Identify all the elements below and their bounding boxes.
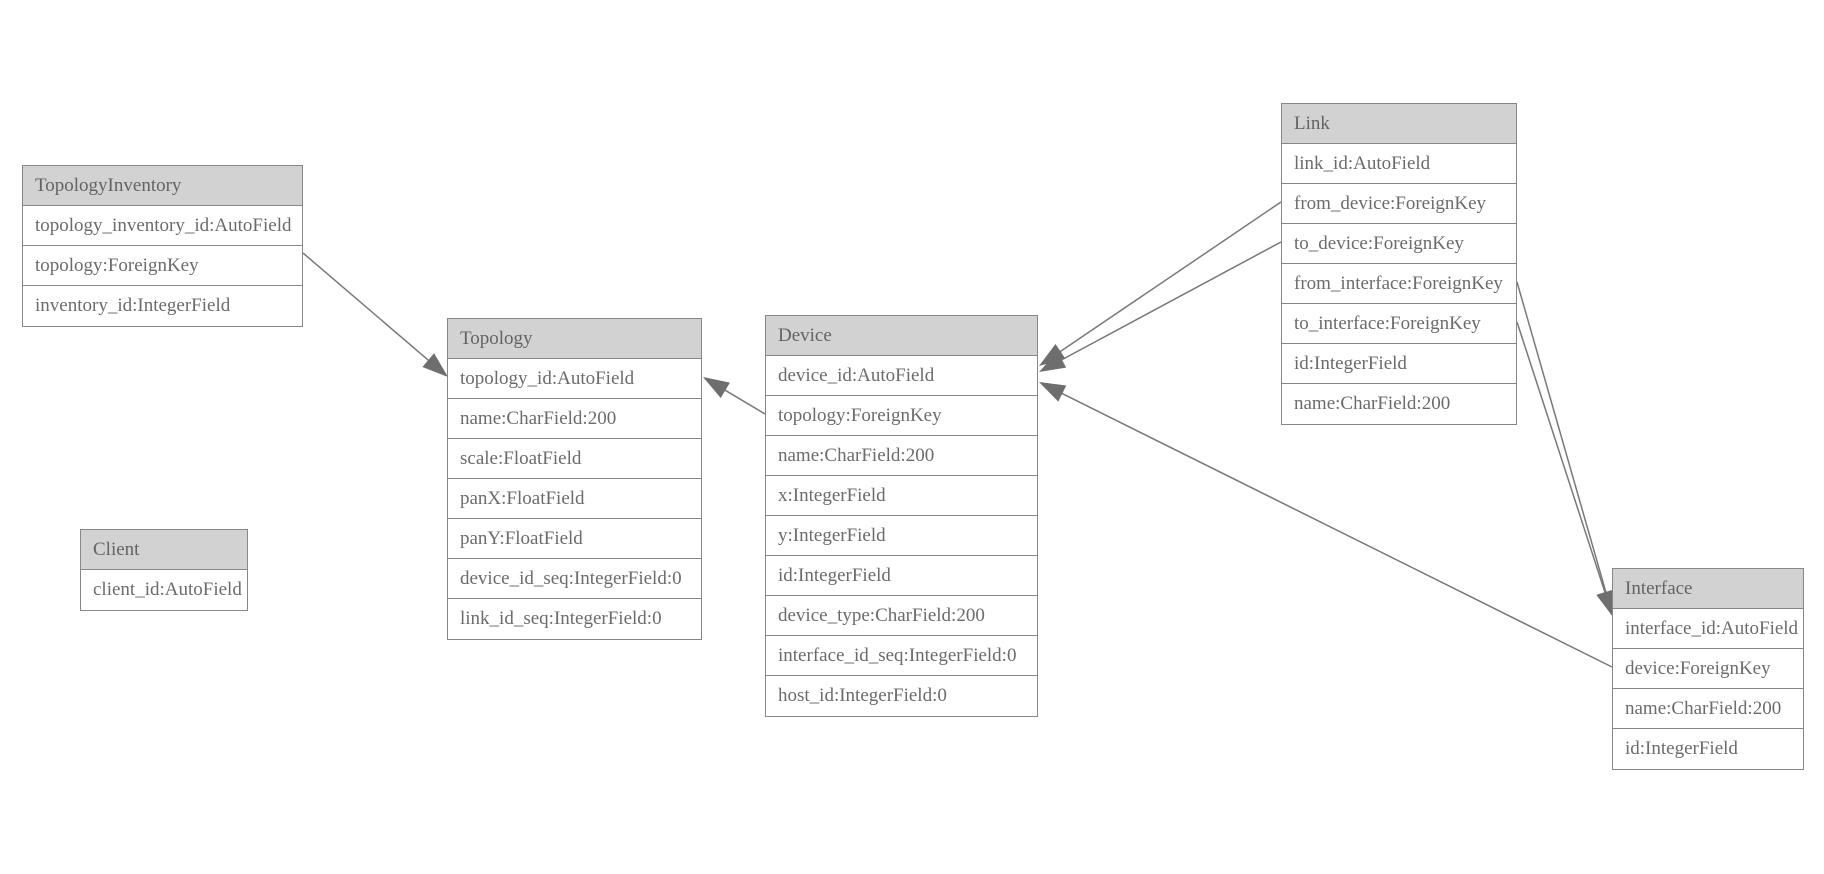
entity-field: device:ForeignKey — [1613, 649, 1803, 689]
entity-field: host_id:IntegerField:0 — [766, 676, 1037, 716]
relation-device-topology — [703, 377, 766, 415]
entity-title-topology: Topology — [448, 319, 701, 359]
entity-field: topology:ForeignKey — [23, 246, 302, 286]
entity-field: interface_id_seq:IntegerField:0 — [766, 636, 1037, 676]
relation-topologyinventory-topology — [302, 252, 448, 377]
entity-field: id:IntegerField — [1613, 729, 1803, 769]
relation-link-from_device — [1039, 201, 1282, 366]
relation-line — [302, 252, 431, 362]
entity-field: x:IntegerField — [766, 476, 1037, 516]
entity-field: name:CharField:200 — [1282, 384, 1516, 424]
relation-line — [1060, 392, 1613, 668]
entity-field: from_device:ForeignKey — [1282, 184, 1516, 224]
entity-field: link_id_seq:IntegerField:0 — [448, 599, 701, 639]
entity-field: link_id:AutoField — [1282, 144, 1516, 184]
relation-line — [1059, 241, 1282, 362]
entity-field: inventory_id:IntegerField — [23, 286, 302, 326]
relation-line — [1516, 321, 1607, 595]
entity-fields-client: client_id:AutoField — [81, 570, 247, 610]
relation-line — [1516, 281, 1608, 595]
entity-field: device_id_seq:IntegerField:0 — [448, 559, 701, 599]
relation-link-from_interface — [1516, 281, 1615, 617]
relation-arrowhead — [1039, 351, 1067, 372]
entity-field: device_type:CharField:200 — [766, 596, 1037, 636]
relation-link-to_interface — [1516, 321, 1614, 617]
relation-arrowhead — [1596, 589, 1614, 617]
relation-line — [723, 388, 766, 415]
entity-field: topology_inventory_id:AutoField — [23, 206, 302, 246]
entity-field: y:IntegerField — [766, 516, 1037, 556]
entity-field: name:CharField:200 — [1613, 689, 1803, 729]
entity-title-device: Device — [766, 316, 1037, 356]
entity-field: scale:FloatField — [448, 439, 701, 479]
entity-field: client_id:AutoField — [81, 570, 247, 610]
entity-field: name:CharField:200 — [448, 399, 701, 439]
entity-field: name:CharField:200 — [766, 436, 1037, 476]
entity-field: topology:ForeignKey — [766, 396, 1037, 436]
entity-title-interface: Interface — [1613, 569, 1803, 609]
entity-title-topology_inventory: TopologyInventory — [23, 166, 302, 206]
relation-link-to_device — [1039, 241, 1282, 372]
relation-arrowhead — [703, 377, 730, 399]
entity-field: device_id:AutoField — [766, 356, 1037, 396]
entity-title-client: Client — [81, 530, 247, 570]
entity-field: to_interface:ForeignKey — [1282, 304, 1516, 344]
relation-arrowhead — [422, 353, 448, 377]
relation-arrowhead — [1039, 343, 1066, 366]
entity-field: panX:FloatField — [448, 479, 701, 519]
relation-arrowhead — [1039, 382, 1067, 402]
entity-field: id:IntegerField — [766, 556, 1037, 596]
entity-field: id:IntegerField — [1282, 344, 1516, 384]
entity-title-link: Link — [1282, 104, 1516, 144]
entity-field: from_interface:ForeignKey — [1282, 264, 1516, 304]
entity-field: topology_id:AutoField — [448, 359, 701, 399]
entity-field: interface_id:AutoField — [1613, 609, 1803, 649]
entity-field: to_device:ForeignKey — [1282, 224, 1516, 264]
relation-line — [1058, 201, 1282, 354]
entity-field: panY:FloatField — [448, 519, 701, 559]
